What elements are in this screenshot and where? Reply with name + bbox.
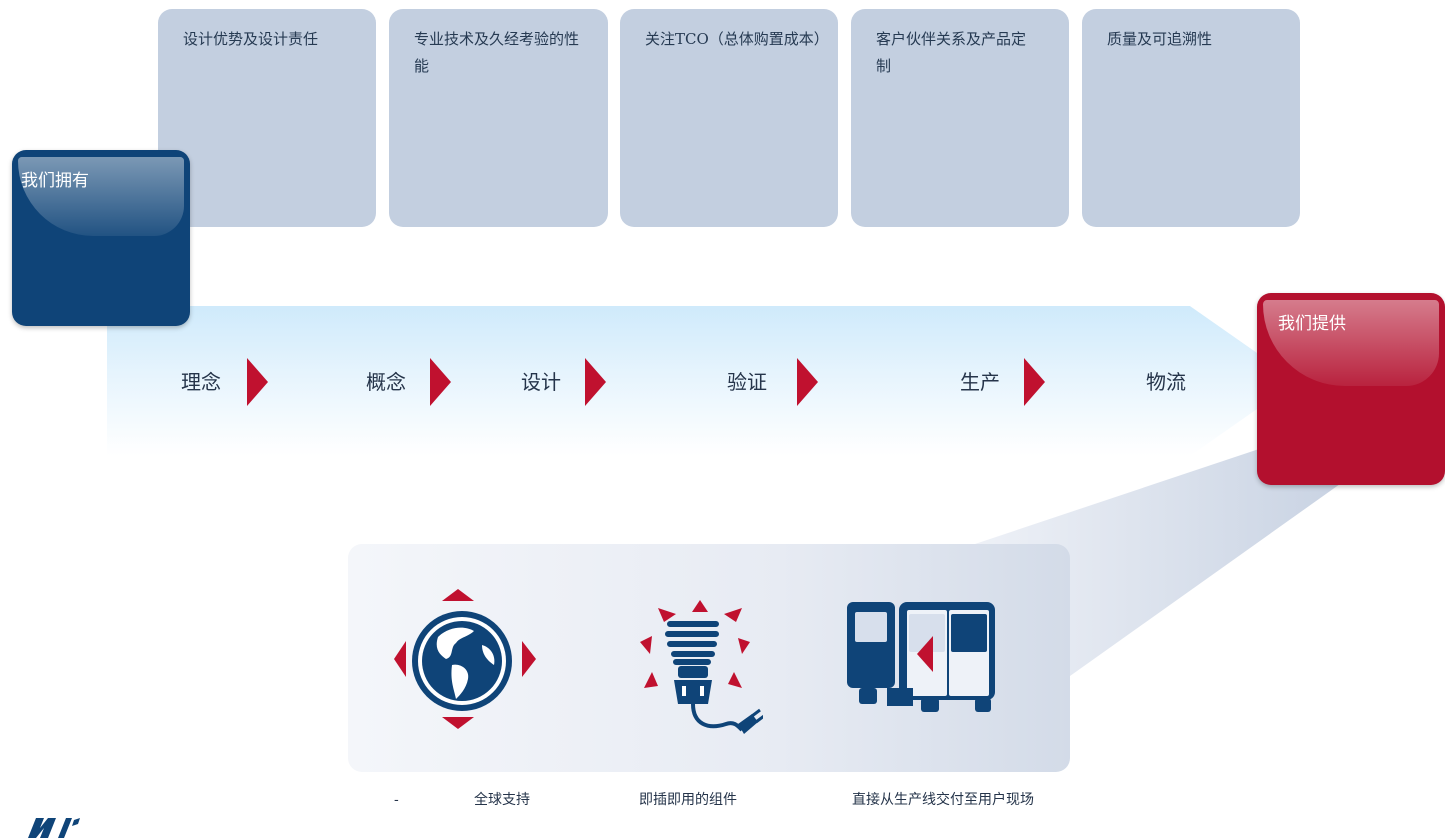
value-card-expertise: 专业技术及久经考验的性能 (389, 9, 608, 227)
we-offer-label: 我们提供 (1278, 314, 1346, 334)
value-card-label: 设计优势及设计责任 (183, 30, 319, 48)
value-card-label: 客户伙伴关系及产品定制 (876, 30, 1027, 75)
we-offer-tile: 我们提供 (1257, 293, 1445, 485)
step-arrow-icon (1024, 358, 1045, 406)
we-have-label: 我们拥有 (21, 171, 89, 191)
step-design: 设计 (521, 370, 561, 394)
step-production: 生产 (960, 370, 1000, 394)
value-card-label: 关注TCO（总体购置成本） (645, 30, 829, 48)
value-card-partnership: 客户伙伴关系及产品定制 (851, 9, 1069, 227)
value-card-label: 质量及可追溯性 (1107, 30, 1213, 48)
service-label-plug-and-play: 即插即用的组件 (639, 792, 737, 808)
process-flow-band (107, 306, 1297, 456)
step-arrow-icon (585, 358, 606, 406)
service-label-dash: - (394, 792, 399, 808)
value-card-quality: 质量及可追溯性 (1082, 9, 1300, 227)
plug-bulb-icon (640, 600, 763, 734)
service-label-global-support: 全球支持 (474, 792, 530, 808)
delivery-truck-icon (847, 602, 995, 712)
step-arrow-icon (797, 358, 818, 406)
value-card-label: 专业技术及久经考验的性能 (414, 30, 580, 75)
value-card-tco: 关注TCO（总体购置成本） (620, 9, 838, 227)
we-have-tile: 我们拥有 (12, 150, 190, 326)
service-label-direct-delivery: 直接从生产线交付至用户现场 (852, 792, 1034, 808)
step-validation: 验证 (727, 370, 767, 394)
step-logistics: 物流 (1146, 370, 1186, 394)
globe-icon (394, 589, 536, 729)
value-card-design: 设计优势及设计责任 (158, 9, 376, 227)
step-arrow-icon (247, 358, 268, 406)
step-concept: 概念 (366, 370, 406, 394)
step-arrow-icon (430, 358, 451, 406)
company-logo-icon (28, 818, 80, 838)
step-idea: 理念 (181, 370, 221, 394)
